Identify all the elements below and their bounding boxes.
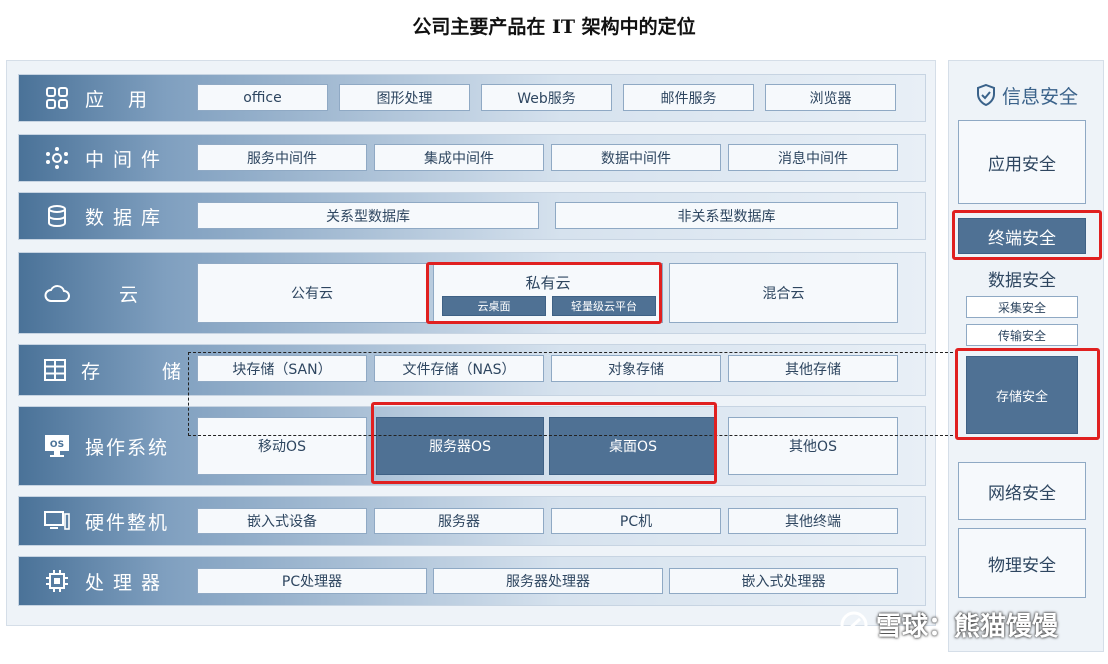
box-public-cloud: 公有云 xyxy=(197,263,427,323)
box-service-middleware: 服务中间件 xyxy=(197,144,367,171)
storage-icon xyxy=(43,356,67,384)
box-relational-db: 关系型数据库 xyxy=(197,202,539,229)
box-other-terminal: 其他终端 xyxy=(728,508,898,534)
box-mobile-os: 移动OS xyxy=(197,417,367,475)
box-transfer-security: 传输安全 xyxy=(966,324,1078,346)
box-lightweight-cloud: 轻量级云平台 xyxy=(552,296,656,316)
highlight-terminal-security xyxy=(952,210,1102,260)
box-private-cloud: 私有云 云桌面 轻量级云平台 xyxy=(433,263,663,323)
layer-cloud-label: 云 xyxy=(119,283,148,306)
layer-middleware: 中间件 服务中间件 集成中间件 数据中间件 消息中间件 xyxy=(18,134,926,182)
box-file-storage: 文件存储（NAS） xyxy=(374,355,544,382)
box-server: 服务器 xyxy=(374,508,544,534)
box-terminal-security: 终端安全 xyxy=(958,218,1086,254)
nodes-icon xyxy=(43,144,71,172)
box-pc: PC机 xyxy=(551,508,721,534)
box-hybrid-cloud: 混合云 xyxy=(669,263,898,323)
box-browser: 浏览器 xyxy=(765,84,896,111)
box-other-os: 其他OS xyxy=(728,417,898,475)
box-desktop-os: 桌面OS xyxy=(549,417,717,475)
layer-database: 数据库 关系型数据库 非关系型数据库 xyxy=(18,192,926,240)
box-nonrelational-db: 非关系型数据库 xyxy=(555,202,898,229)
layer-hardware: 硬件整机 嵌入式设备 服务器 PC机 其他终端 xyxy=(18,496,926,546)
cloud-icon xyxy=(43,279,71,307)
box-embedded-device: 嵌入式设备 xyxy=(197,508,367,534)
box-data-middleware: 数据中间件 xyxy=(551,144,721,171)
box-integration-middleware: 集成中间件 xyxy=(374,144,544,171)
box-graphics: 图形处理 xyxy=(339,84,470,111)
svg-text:OS: OS xyxy=(50,440,64,450)
layer-storage-label: 存 储 xyxy=(81,360,210,383)
watermark: 雪球：熊猫馒馒 xyxy=(840,606,1058,643)
box-storage-security: 存储安全 xyxy=(966,356,1078,434)
grid-icon xyxy=(43,84,71,112)
box-web-service: Web服务 xyxy=(481,84,612,111)
box-app-security: 应用安全 xyxy=(958,120,1086,204)
highlight-private-cloud xyxy=(426,262,662,324)
chip-icon xyxy=(43,567,71,595)
private-cloud-title: 私有云 xyxy=(525,274,571,292)
security-title: 信息安全 xyxy=(962,80,1092,110)
shield-icon xyxy=(976,84,996,106)
monitor-os-icon: OS xyxy=(43,432,71,460)
box-server-processor: 服务器处理器 xyxy=(433,568,663,594)
box-network-security: 网络安全 xyxy=(958,462,1086,520)
snowball-logo-icon xyxy=(840,611,868,639)
box-message-middleware: 消息中间件 xyxy=(728,144,898,171)
box-object-storage: 对象存储 xyxy=(551,355,721,382)
box-office: office xyxy=(197,84,328,111)
layer-cloud: 云 公有云 私有云 云桌面 轻量级云平台 混合云 xyxy=(18,252,926,334)
box-cloud-desktop: 云桌面 xyxy=(442,296,546,316)
highlight-server-desktop-os xyxy=(371,402,717,484)
box-physical-security: 物理安全 xyxy=(958,528,1086,598)
highlight-storage-security xyxy=(955,348,1100,440)
layer-app: 应 用 office 图形处理 Web服务 邮件服务 浏览器 xyxy=(18,74,926,122)
diagram-title: 公司主要产品在 IT 架构中的定位 xyxy=(412,16,696,38)
layer-os-label: 操作系统 xyxy=(85,436,170,459)
layer-processor-label: 处理器 xyxy=(85,571,170,594)
box-block-storage: 块存储（SAN） xyxy=(197,355,367,382)
layer-app-label: 应 用 xyxy=(85,88,157,111)
computer-icon xyxy=(43,507,71,535)
data-security-label: 数据安全 xyxy=(988,270,1056,291)
layer-middleware-label: 中间件 xyxy=(85,148,170,171)
box-embedded-processor: 嵌入式处理器 xyxy=(669,568,898,594)
box-server-os: 服务器OS xyxy=(376,417,544,475)
box-mail-service: 邮件服务 xyxy=(623,84,754,111)
database-icon xyxy=(43,202,71,230)
layer-hardware-label: 硬件整机 xyxy=(85,511,170,534)
layer-database-label: 数据库 xyxy=(85,206,170,229)
box-pc-processor: PC处理器 xyxy=(197,568,427,594)
layer-processor: 处理器 PC处理器 服务器处理器 嵌入式处理器 xyxy=(18,556,926,606)
box-other-storage: 其他存储 xyxy=(728,355,898,382)
box-collect-security: 采集安全 xyxy=(966,296,1078,318)
layer-os: OS 操作系统 移动OS 服务器OS 桌面OS 其他OS xyxy=(18,406,926,486)
